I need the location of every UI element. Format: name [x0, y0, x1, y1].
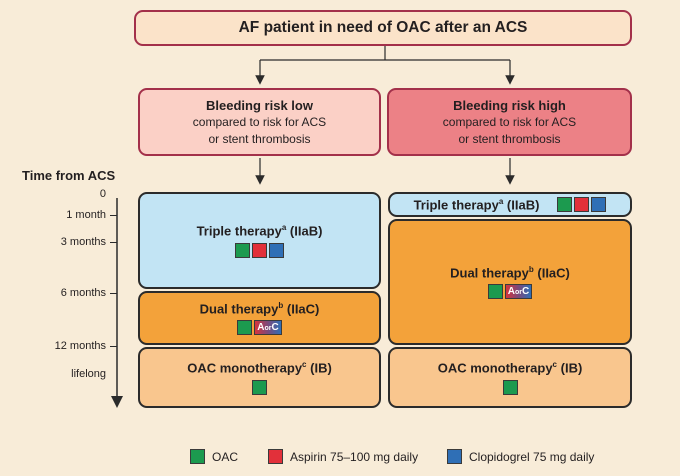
- timeline-label: Time from ACS: [22, 168, 116, 183]
- aspirin-or-clopidogrel-square: AorC: [504, 284, 533, 300]
- tick-mark: [110, 293, 117, 294]
- clopidogrel-square: [269, 242, 284, 258]
- aspirin-or-clopidogrel-square: AorC: [254, 320, 282, 336]
- high-dual-therapy-box: Dual therapyb (IIaC) AorC: [388, 219, 632, 345]
- oac-square: [235, 242, 250, 258]
- oac-square: [502, 379, 518, 395]
- tick-mark: [110, 346, 117, 347]
- low-triple-therapy-box: Triple therapya (IIaB): [138, 192, 381, 289]
- bleeding-low-line2: or stent thrombosis: [208, 131, 311, 146]
- oac-square: [252, 379, 267, 395]
- bleeding-risk-high-box: Bleeding risk high compared to risk for …: [387, 88, 632, 156]
- high-triple-therapy-box: Triple therapya (IIaB): [388, 192, 632, 217]
- oac-square: [487, 284, 503, 300]
- legend-aspirin: Aspirin 75–100 mg daily: [268, 449, 418, 464]
- legend-oac: OAC: [190, 449, 238, 464]
- bleeding-high-line1: compared to risk for ACS: [442, 114, 577, 129]
- tick-3-months: 3 months: [60, 236, 106, 248]
- legend-clopidogrel-label: Clopidogrel 75 mg daily: [469, 449, 595, 464]
- clopidogrel-legend-swatch: [447, 449, 462, 464]
- tick-6-months: 6 months: [60, 287, 106, 299]
- bleeding-high-line2: or stent thrombosis: [458, 131, 561, 146]
- low-mono-label: OAC monotherapyc (IB): [187, 360, 332, 376]
- high-triple-label: Triple therapya (IIaB): [413, 196, 540, 213]
- tick-mark: [110, 215, 117, 216]
- tick-1-month: 1 month: [66, 209, 106, 221]
- low-triple-icons: [235, 242, 284, 258]
- high-dual-label: Dual therapyb (IIaC): [450, 264, 570, 281]
- bleeding-low-heading: Bleeding risk low: [206, 97, 313, 113]
- oac-square: [237, 320, 253, 336]
- low-dual-icons: AorC: [237, 320, 282, 336]
- bleeding-low-line1: compared to risk for ACS: [192, 114, 327, 129]
- title-text: AF patient in need of OAC after an ACS: [238, 19, 528, 36]
- low-triple-label: Triple therapya (IIaB): [196, 223, 323, 239]
- low-mono-icons: [252, 379, 267, 395]
- tick-12-months: 12 months: [54, 340, 106, 352]
- aspirin-legend-swatch: [268, 449, 283, 464]
- high-mono-label: OAC monotherapyc (IB): [437, 360, 583, 376]
- legend-aspirin-label: Aspirin 75–100 mg daily: [290, 449, 419, 464]
- high-triple-icons: [557, 197, 607, 212]
- tick-mark: [110, 242, 117, 243]
- legend-oac-label: OAC: [212, 449, 239, 464]
- high-mono-icons: [502, 379, 518, 395]
- aspirin-square: [574, 197, 590, 212]
- bleeding-risk-low-box: Bleeding risk low compared to risk for A…: [138, 88, 381, 156]
- oac-legend-swatch: [190, 449, 205, 464]
- clopidogrel-square: [591, 197, 607, 212]
- bleeding-high-heading: Bleeding risk high: [453, 97, 566, 113]
- tick-0: 0: [99, 188, 106, 200]
- high-oac-monotherapy-box: OAC monotherapyc (IB): [388, 347, 632, 408]
- low-dual-label: Dual therapyb (IIaC): [199, 300, 320, 317]
- low-oac-monotherapy-box: OAC monotherapyc (IB): [138, 347, 381, 408]
- oac-square: [557, 197, 573, 212]
- tick-lifelong: lifelong: [71, 368, 106, 380]
- high-dual-icons: AorC: [487, 284, 533, 300]
- aspirin-square: [252, 242, 267, 258]
- title-box: AF patient in need of OAC after an ACS: [134, 10, 632, 46]
- low-dual-therapy-box: Dual therapyb (IIaC) AorC: [138, 291, 381, 345]
- legend-clopidogrel: Clopidogrel 75 mg daily: [447, 449, 594, 464]
